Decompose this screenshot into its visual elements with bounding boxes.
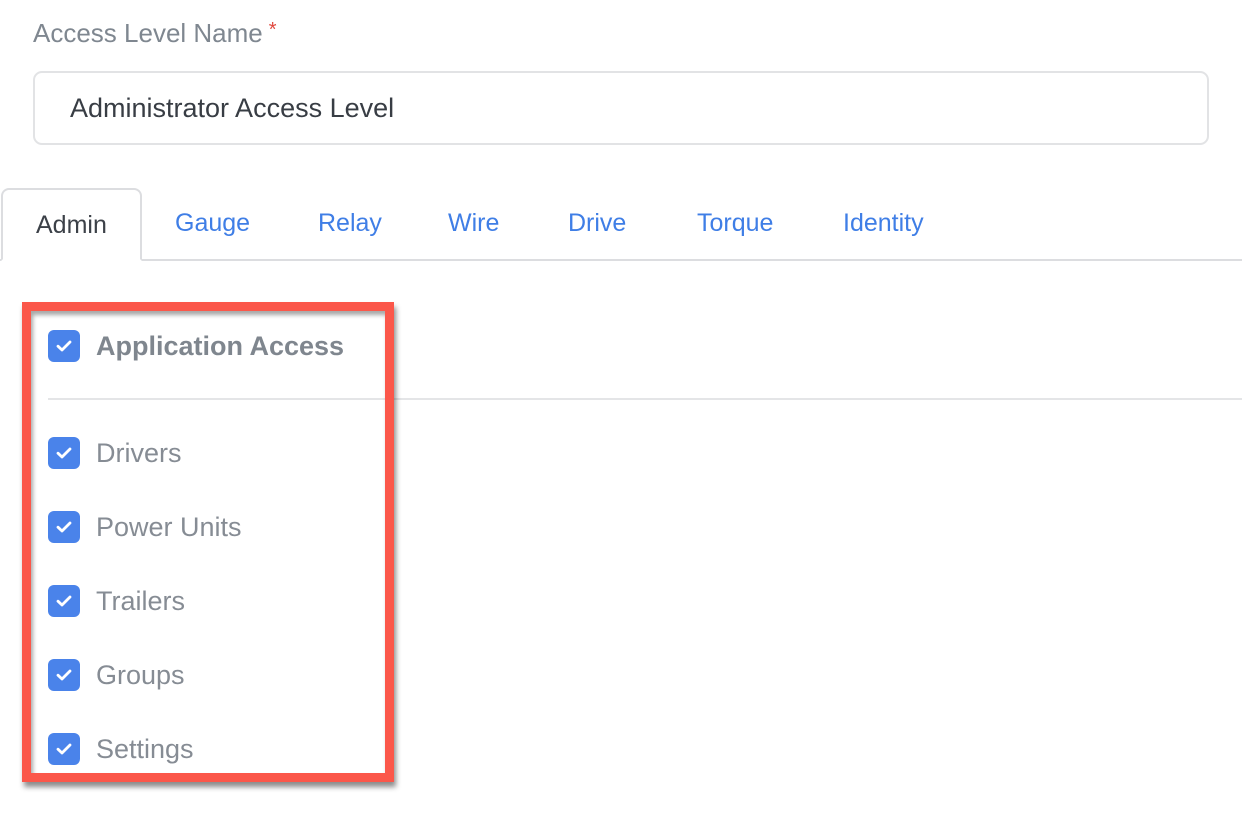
- tab-relay[interactable]: Relay: [318, 209, 382, 237]
- tab-identity[interactable]: Identity: [843, 209, 924, 237]
- power-units-label: Power Units: [96, 511, 242, 542]
- checkmark-icon: [56, 743, 72, 755]
- drivers-checkbox[interactable]: [48, 437, 80, 469]
- permission-item-groups[interactable]: Groups: [48, 659, 185, 691]
- settings-checkbox[interactable]: [48, 733, 80, 765]
- drivers-label: Drivers: [96, 437, 182, 468]
- checkmark-icon: [56, 340, 72, 352]
- power-units-checkbox[interactable]: [48, 511, 80, 543]
- permission-item-drivers[interactable]: Drivers: [48, 437, 182, 469]
- trailers-checkbox[interactable]: [48, 585, 80, 617]
- application-access-checkbox[interactable]: [48, 330, 80, 362]
- tab-wire[interactable]: Wire: [448, 209, 500, 237]
- tab-bar: Admin Gauge Relay Wire Drive Torque Iden…: [0, 188, 1242, 261]
- access-level-name-label: Access Level Name*: [33, 18, 277, 49]
- section-divider: [48, 398, 1242, 400]
- tab-torque[interactable]: Torque: [697, 209, 774, 237]
- access-level-name-input[interactable]: [33, 71, 1209, 145]
- permission-item-settings[interactable]: Settings: [48, 733, 194, 765]
- permission-item-trailers[interactable]: Trailers: [48, 585, 185, 617]
- application-access-label: Application Access: [96, 330, 345, 361]
- required-marker: *: [268, 19, 277, 41]
- tab-gauge[interactable]: Gauge: [175, 209, 251, 237]
- application-access-row[interactable]: Application Access: [48, 330, 344, 362]
- checkmark-icon: [56, 595, 72, 607]
- groups-checkbox[interactable]: [48, 659, 80, 691]
- tab-admin[interactable]: Admin: [1, 188, 142, 261]
- settings-label: Settings: [96, 733, 194, 764]
- access-level-name-label-text: Access Level Name: [33, 18, 263, 48]
- checkmark-icon: [56, 669, 72, 681]
- trailers-label: Trailers: [96, 585, 186, 616]
- checkmark-icon: [56, 447, 72, 459]
- checkmark-icon: [56, 521, 72, 533]
- permission-item-power-units[interactable]: Power Units: [48, 511, 242, 543]
- tab-drive[interactable]: Drive: [568, 209, 627, 237]
- groups-label: Groups: [96, 659, 185, 690]
